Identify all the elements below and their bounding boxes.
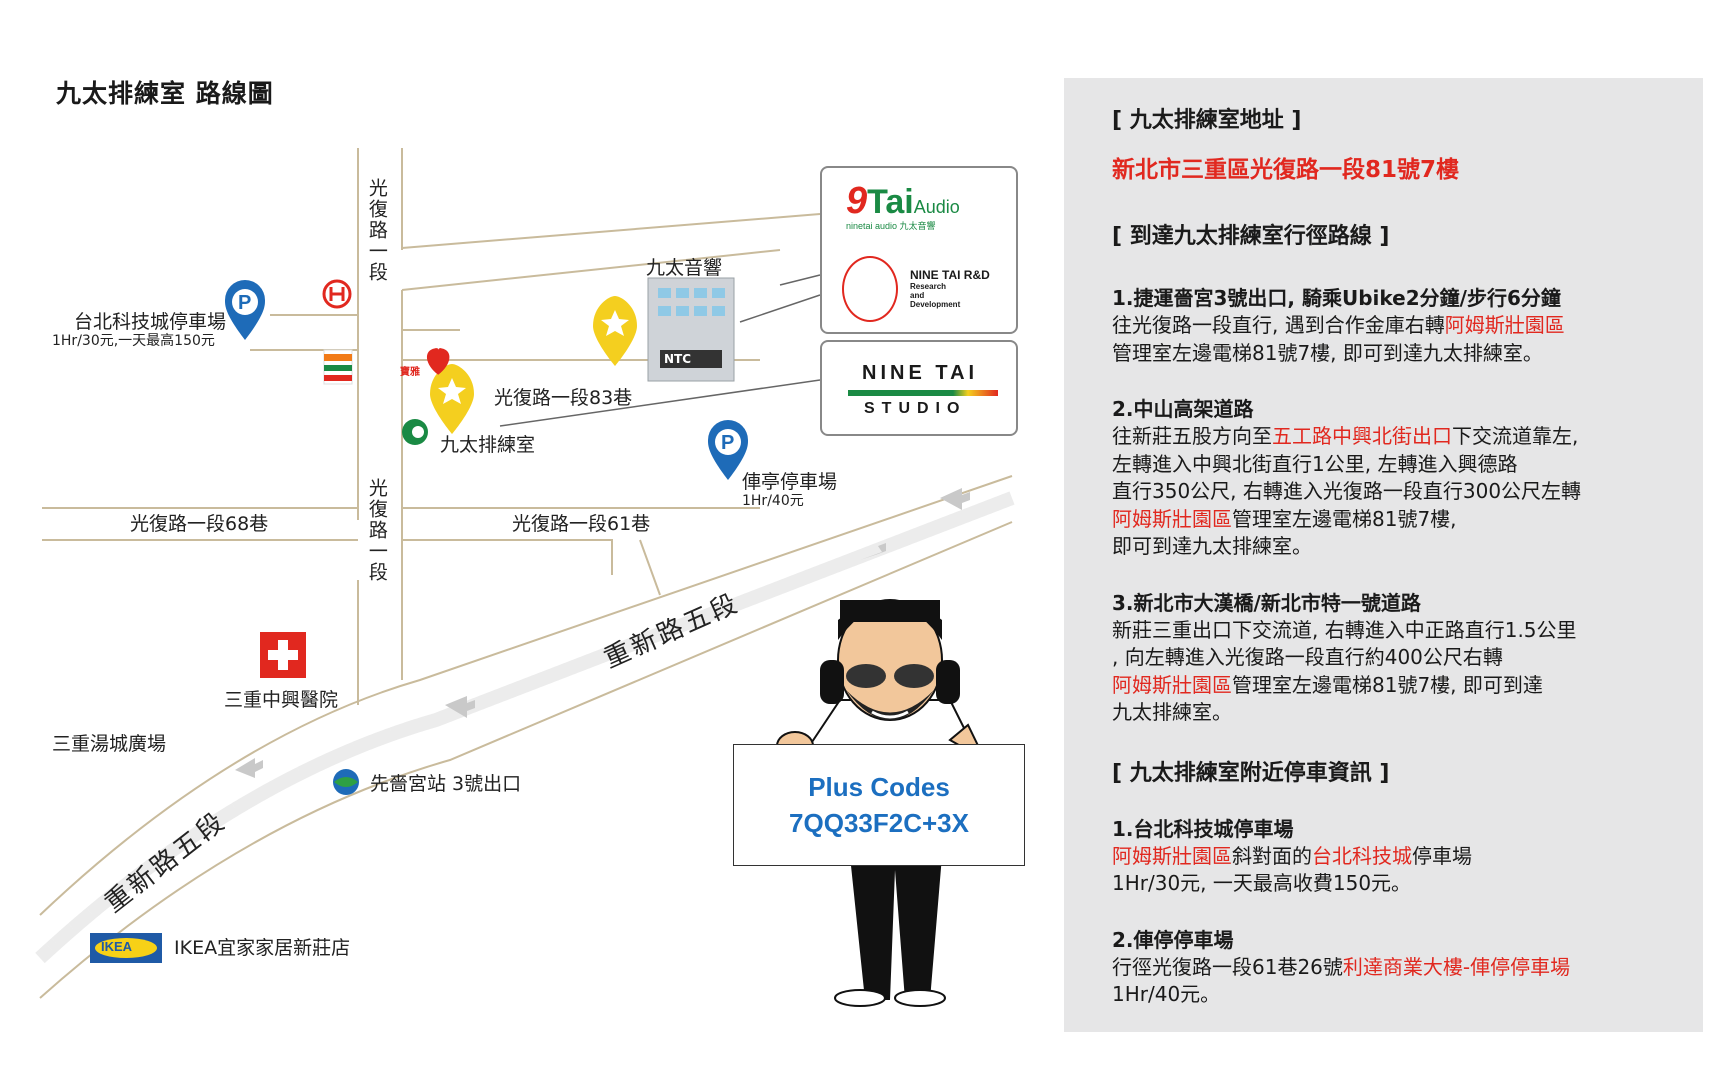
label-guangfu-bottom: 光復路一段 xyxy=(365,478,388,583)
svg-text:P: P xyxy=(238,292,251,314)
hospital-icon xyxy=(260,632,306,678)
label-studio: 九太排練室 xyxy=(440,434,536,456)
road-parking-spur xyxy=(250,314,358,351)
label-ntc-sign: NTC xyxy=(664,352,692,366)
svg-text:P: P xyxy=(721,432,734,454)
route3-line3: 阿姆斯壯園區管理室左邊電梯81號7樓, 即可到達 xyxy=(1112,672,1543,697)
parking-pins xyxy=(225,280,748,480)
cathay-bank-icon xyxy=(402,419,428,445)
pointer-studio xyxy=(499,379,821,427)
hua-nan-bank-icon xyxy=(322,279,352,309)
parking-heading: [ 九太排練室附近停車資訊 ] xyxy=(1112,760,1390,786)
route3-line1: 新莊三重出口下交流道, 右轉進入中正路直行1.5公里 xyxy=(1112,617,1577,642)
road-top-upper-edge xyxy=(401,213,821,249)
road-chongxin-center xyxy=(35,491,1015,964)
road-top-lower-edge xyxy=(401,249,781,291)
rnd-logo-text: NINE TAI R&D Research and Development xyxy=(910,268,990,309)
address-heading: [ 九太排練室地址 ] xyxy=(1112,108,1302,133)
label-times-parking: 俥亭停車場 xyxy=(742,471,838,493)
route3-line4: 九太排練室。 xyxy=(1112,700,1232,724)
label-mrt-station: 先嗇宮站 3號出口 xyxy=(370,773,522,795)
label-taipei-tech-parking-price: 1Hr/30元,一天最高150元 xyxy=(52,333,215,349)
label-guangfu-top: 光復路一段 xyxy=(365,178,388,283)
label-ninetai-audio: 九太音響 xyxy=(646,257,723,279)
address-text: 新北市三重區光復路一段81號7樓 xyxy=(1112,157,1460,183)
seven-eleven-icon xyxy=(323,349,353,385)
label-taipei-tech-parking: 台北科技城停車場 xyxy=(74,311,227,333)
audio-rnd-logo-box: 9TaiAudio ninetai audio 九太音響 NINE TAI R&… xyxy=(820,166,1018,334)
park2-line2: 1Hr/40元。 xyxy=(1112,982,1221,1006)
route1-title: 1.捷運嗇宮3號出口, 騎乘Ubike2分鐘/步行6分鐘 xyxy=(1112,286,1561,310)
road-lane68 xyxy=(42,507,358,541)
route1-line1: 往光復路一段直行, 遇到合作金庫右轉阿姆斯壯園區 xyxy=(1112,313,1565,337)
label-poya: 寶雅 xyxy=(400,367,420,378)
park1-title: 1.台北科技城停車場 xyxy=(1112,816,1294,841)
label-lane83: 光復路一段83巷 xyxy=(494,387,633,409)
route2-line2: 左轉進入中興北街直行1公里, 左轉進入興德路 xyxy=(1112,451,1518,476)
star-markers xyxy=(430,296,637,434)
park1-line1: 阿姆斯壯園區斜對面的台北科技城停車場 xyxy=(1112,843,1472,868)
studio-logo-bar xyxy=(848,390,998,396)
route-map[interactable]: P P xyxy=(0,0,1060,1090)
direction-arrows xyxy=(235,488,970,778)
page-title: 九太排練室 路線圖 xyxy=(56,79,274,108)
route1-line2: 管理室左邊電梯81號7樓, 即可到達九太排練室。 xyxy=(1112,340,1543,365)
park2-title: 2.俥停停車場 xyxy=(1112,927,1234,952)
poya-icon xyxy=(426,348,450,375)
ninetai-audio-logo: 9TaiAudio ninetai audio 九太音響 xyxy=(846,180,960,231)
road-lane61 xyxy=(402,507,760,596)
route3-line2: , 向左轉進入光復路一段直行約400公尺右轉 xyxy=(1112,645,1503,669)
park1-line2: 1Hr/30元, 一天最高收費150元。 xyxy=(1112,871,1412,895)
route2-line1: 往新莊五股方向至五工路中興北街出口下交流道靠左, xyxy=(1112,424,1579,448)
routes-heading: [ 到達九太排練室行徑路線 ] xyxy=(1112,224,1390,249)
ikea-icon xyxy=(90,933,162,963)
ikea-logo-text: IKEA xyxy=(101,939,133,954)
studio-logo-line1: NINE TAI xyxy=(862,362,979,384)
mrt-icon xyxy=(333,769,359,795)
park2-line1: 行徑光復路一段61巷26號利達商業大樓-俥停停車場 xyxy=(1112,954,1571,979)
label-hospital: 三重中興醫院 xyxy=(224,689,339,711)
label-lane61: 光復路一段61巷 xyxy=(512,513,651,535)
route2-line4: 阿姆斯壯園區管理室左邊電梯81號7樓, xyxy=(1112,506,1457,531)
route2-line3: 直行350公尺, 右轉進入光復路一段直行300公尺左轉 xyxy=(1112,479,1582,503)
map-graphics: P P xyxy=(35,148,1015,1007)
road-chongxin-upper-edge xyxy=(39,475,1013,916)
studio-logo-line2: STUDIO xyxy=(864,400,967,417)
route2-title: 2.中山高架道路 xyxy=(1112,397,1254,421)
rnd-logo-icon xyxy=(842,256,898,322)
plus-codes-sign: Plus Codes 7QQ33F2C+3X xyxy=(733,744,1025,866)
label-plaza: 三重湯城廣場 xyxy=(52,733,167,755)
studio-logo-box: NINE TAI STUDIO xyxy=(820,340,1018,436)
label-times-parking-price: 1Hr/40元 xyxy=(742,493,804,509)
label-lane68: 光復路一段68巷 xyxy=(130,513,269,535)
plus-codes-label: Plus Codes xyxy=(808,771,950,802)
route2-line5: 即可到達九太排練室。 xyxy=(1112,534,1312,558)
pointer-audio xyxy=(739,274,821,323)
label-ikea: IKEA宜家家居新莊店 xyxy=(174,937,351,959)
audio-building xyxy=(647,277,735,382)
route3-title: 3.新北市大漢橋/新北市特一號道路 xyxy=(1112,590,1421,615)
plus-codes-value: 7QQ33F2C+3X xyxy=(789,808,969,838)
info-panel: [ 九太排練室地址 ] 新北市三重區光復路一段81號7樓 [ 到達九太排練室行徑… xyxy=(1064,78,1703,1032)
